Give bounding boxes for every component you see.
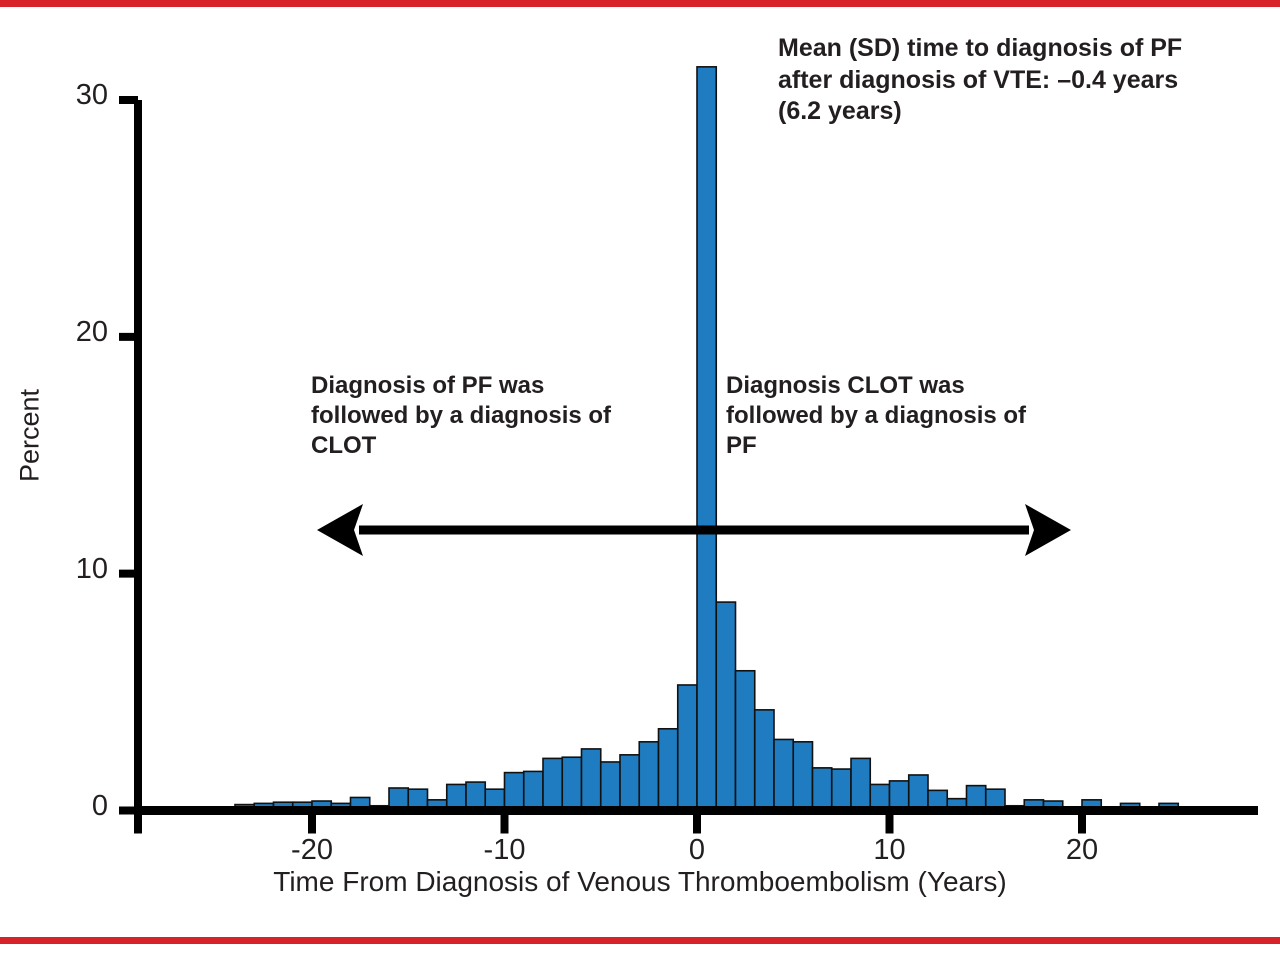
y-tick-label: 30 bbox=[75, 79, 108, 111]
histogram-bar bbox=[907, 774, 929, 812]
x-tick-label: 20 bbox=[1065, 833, 1099, 866]
histogram-bar bbox=[676, 684, 698, 812]
histogram-bar bbox=[580, 748, 602, 812]
x-axis-title: Time From Diagnosis of Venous Thromboemb… bbox=[273, 866, 1007, 897]
histogram-bar bbox=[734, 669, 756, 812]
histogram-bar bbox=[715, 601, 737, 812]
right-direction-annotation: Diagnosis CLOT was followed by a diagnos… bbox=[726, 372, 1027, 460]
histogram-bar bbox=[753, 709, 775, 812]
y-tick-label: 10 bbox=[75, 552, 108, 585]
histogram-bar bbox=[619, 754, 641, 812]
histogram-bar bbox=[638, 741, 660, 812]
histogram-bar bbox=[773, 738, 795, 812]
top-red-rule bbox=[0, 0, 1280, 7]
y-axis-title: Percent bbox=[14, 388, 45, 483]
arrow-head-left-icon bbox=[317, 504, 363, 556]
y-tick-label: 20 bbox=[75, 315, 108, 348]
axes-group bbox=[119, 96, 1258, 834]
histogram-bar bbox=[830, 768, 852, 812]
x-tick-label: -20 bbox=[291, 833, 333, 866]
histogram-bar bbox=[657, 727, 679, 812]
histogram-bar bbox=[850, 757, 872, 812]
y-tick-label: 0 bbox=[91, 789, 108, 822]
histogram-bar bbox=[503, 771, 525, 812]
histogram-bar bbox=[542, 757, 564, 812]
bottom-red-rule bbox=[0, 937, 1280, 944]
histogram-bar bbox=[522, 770, 544, 812]
left-direction-annotation: Diagnosis of PF was followed by a diagno… bbox=[311, 372, 612, 460]
mean-sd-annotation: Mean (SD) time to diagnosis of PF after … bbox=[778, 34, 1183, 125]
x-tick-label: 10 bbox=[873, 833, 906, 866]
x-tick-label: 0 bbox=[688, 833, 706, 866]
histogram-bar bbox=[811, 767, 833, 812]
x-tick-label: -10 bbox=[483, 833, 526, 866]
histogram-bar bbox=[792, 741, 814, 812]
histogram-bar bbox=[599, 761, 621, 812]
histogram-bar bbox=[561, 756, 583, 812]
annotation-arrow bbox=[317, 504, 1071, 556]
histogram-bar bbox=[696, 66, 718, 812]
arrow-head-right-icon bbox=[1025, 504, 1071, 556]
